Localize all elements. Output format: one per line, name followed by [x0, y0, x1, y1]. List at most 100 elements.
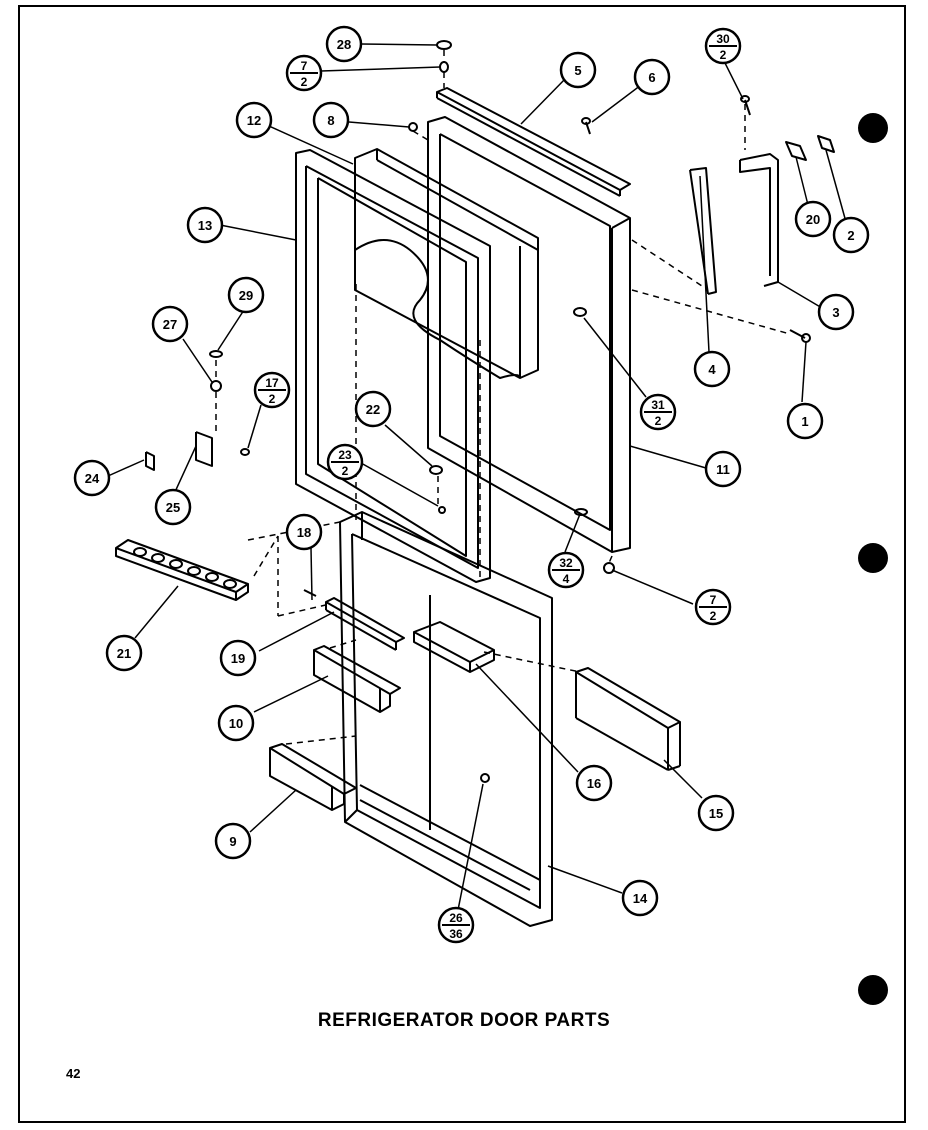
callout-number: 6	[648, 70, 655, 85]
callout-circle	[621, 879, 659, 917]
callout-number: 22	[366, 402, 380, 417]
part-20-shim	[785, 141, 807, 161]
callout-circle	[73, 459, 111, 497]
callout-circle	[214, 822, 252, 860]
callout-number: 31	[651, 398, 665, 412]
callout-number: 8	[327, 113, 334, 128]
callout-number: 19	[231, 651, 245, 666]
part-14-inner-liner	[339, 511, 553, 927]
callout-25: 25	[154, 488, 192, 526]
callout-29: 29	[227, 276, 265, 314]
callout-number: 16	[587, 776, 601, 791]
callout-number: 15	[709, 806, 723, 821]
callout-30-2: 302	[704, 27, 742, 65]
callout-quantity: 4	[563, 572, 570, 586]
callout-circle	[354, 390, 392, 428]
callout-number: 17	[265, 376, 279, 390]
part-19-strip	[325, 597, 405, 651]
callout-number: 24	[85, 471, 100, 486]
callout-number: 14	[633, 891, 648, 906]
callout-number: 10	[229, 716, 243, 731]
callout-7-2-top: 72	[285, 54, 323, 92]
callout-circle	[697, 794, 735, 832]
callout-number: 26	[449, 911, 463, 925]
callout-circle	[786, 402, 824, 440]
callout-circle	[325, 25, 363, 63]
callout-circle	[227, 276, 265, 314]
callout-circle	[575, 764, 613, 802]
callout-9: 9	[214, 822, 252, 860]
callout-3: 3	[817, 293, 855, 331]
callout-number: 9	[229, 834, 236, 849]
leader-lines	[107, 43, 847, 911]
callout-number: 13	[198, 218, 212, 233]
callout-circle	[235, 101, 273, 139]
registration-dot	[858, 975, 888, 1005]
callout-circle	[559, 51, 597, 89]
callout-23-2: 232	[326, 443, 364, 481]
callout-19: 19	[219, 639, 257, 677]
part-12-insulation	[354, 148, 539, 379]
part-9-bin	[269, 743, 357, 811]
callout-7-2-bottom: 72	[694, 588, 732, 626]
callout-number: 2	[847, 228, 854, 243]
callout-circle	[312, 101, 350, 139]
callout-number: 23	[338, 448, 352, 462]
callout-5: 5	[559, 51, 597, 89]
callout-6: 6	[633, 58, 671, 96]
callout-15: 15	[697, 794, 735, 832]
part-5-top-cap	[436, 87, 631, 197]
callout-number: 18	[297, 525, 311, 540]
part-15-rail	[575, 667, 681, 771]
callout-number: 7	[301, 59, 308, 73]
callout-circle	[285, 513, 323, 551]
callout-21: 21	[105, 634, 143, 672]
callout-number: 1	[801, 414, 808, 429]
callout-circle	[794, 200, 832, 238]
callout-circle	[817, 293, 855, 331]
callout-quantity: 2	[720, 48, 727, 62]
callout-circle	[633, 58, 671, 96]
callout-17-2: 172	[253, 371, 291, 409]
callout-circle	[693, 350, 731, 388]
callout-24: 24	[73, 459, 111, 497]
callout-circle	[704, 450, 742, 488]
callout-1: 1	[786, 402, 824, 440]
callout-number: 30	[716, 32, 730, 46]
callout-number: 12	[247, 113, 261, 128]
callout-number: 32	[559, 556, 573, 570]
assembly-lines	[215, 50, 791, 745]
part-16-tray	[413, 621, 495, 673]
callout-32-4: 324	[547, 551, 585, 589]
callout-circle	[151, 305, 189, 343]
part-11-door-frame	[427, 116, 631, 553]
callout-circle	[219, 639, 257, 677]
callout-31-2: 312	[639, 393, 677, 431]
page-border	[18, 5, 906, 1123]
callout-number: 21	[117, 646, 131, 661]
callout-12: 12	[235, 101, 273, 139]
registration-dot	[858, 113, 888, 143]
callout-quantity: 2	[342, 464, 349, 478]
callout-10: 10	[217, 704, 255, 742]
callout-number: 20	[806, 212, 820, 227]
callout-number: 25	[166, 500, 180, 515]
diagram-title: REFRIGERATOR DOOR PARTS	[317, 1010, 611, 1031]
callout-18: 18	[285, 513, 323, 551]
callout-number: 7	[710, 593, 717, 607]
callout-number: 11	[716, 462, 730, 477]
callout-28: 28	[325, 25, 363, 63]
callout-number: 4	[708, 362, 716, 377]
callout-27: 27	[151, 305, 189, 343]
callout-13: 13	[186, 206, 224, 244]
callout-8: 8	[312, 101, 350, 139]
callout-quantity: 2	[655, 414, 662, 428]
callout-circle	[832, 216, 870, 254]
part-21-egg-tray	[115, 539, 249, 601]
callout-circle	[154, 488, 192, 526]
part-10-bin	[313, 645, 401, 713]
part-2-shim	[817, 135, 835, 153]
